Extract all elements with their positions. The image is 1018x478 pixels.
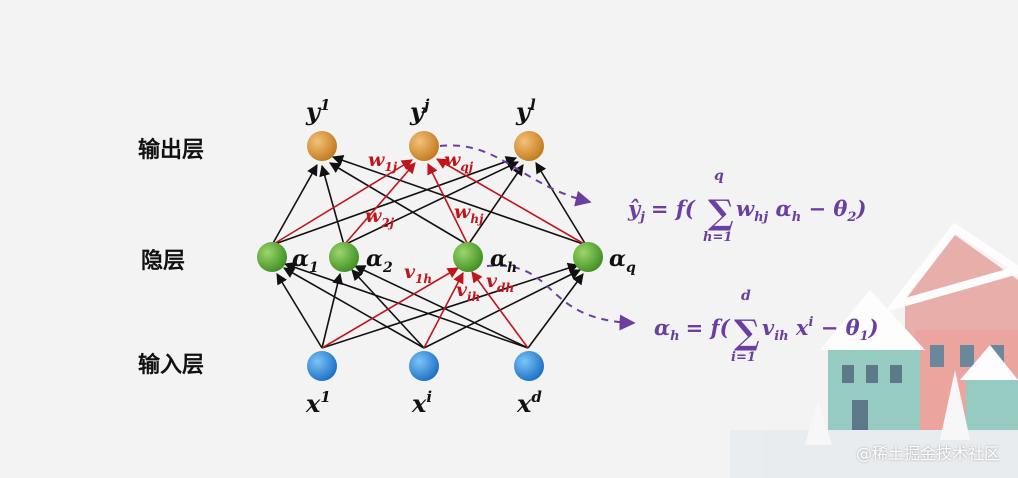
hidden-layer-label: 隐层 <box>141 249 185 274</box>
hidden-nodes <box>257 242 603 272</box>
edge-a2-y1 <box>319 164 345 246</box>
label-xd: xd <box>516 388 542 418</box>
svg-text:∑: ∑ <box>708 193 734 233</box>
weight-w2j: w2j <box>365 205 395 230</box>
edge-xd-ah <box>471 271 529 349</box>
node-ah <box>453 242 483 272</box>
edge-xd-a1 <box>283 262 529 349</box>
weight-wqj: wqj <box>444 149 474 174</box>
edge-a2-yl <box>343 161 520 246</box>
label-y1: y1 <box>305 96 330 126</box>
edge-xi-ah <box>423 272 464 349</box>
edge-aq-y1 <box>331 155 587 246</box>
watermark: @稀土掘金技术社区 <box>855 444 1000 463</box>
edge-a1-y1 <box>271 164 318 246</box>
label-yl: yl <box>515 96 536 126</box>
label-a1: α1 <box>292 246 319 276</box>
node-y1 <box>307 131 337 161</box>
node-x1 <box>307 351 337 381</box>
edge-a1-yj <box>271 159 413 246</box>
edge-xi-a1 <box>283 267 425 349</box>
label-ah: αh <box>490 246 517 276</box>
hidden-output-red-edges <box>271 158 587 246</box>
edge-ah-yj <box>427 162 469 246</box>
node-a2 <box>329 242 359 272</box>
hidden-formula: αh= f( ∑ d i=1 vih xi − θ1) <box>654 288 879 365</box>
label-yj: yj <box>409 96 430 126</box>
edge-a2-yj <box>343 162 416 246</box>
svg-text:whj αh − θ2): whj αh − θ2) <box>736 196 866 225</box>
edge-x1-a1 <box>276 273 323 349</box>
edge-x1-aq <box>321 262 580 349</box>
svg-text:∑: ∑ <box>734 313 760 353</box>
edge-x1-a2 <box>321 272 344 349</box>
node-yj <box>409 131 439 161</box>
svg-text:d: d <box>741 288 751 304</box>
node-aq <box>573 242 603 272</box>
weight-whj: whj <box>454 201 484 226</box>
edge-xd-a2 <box>353 265 529 349</box>
output-formula-pointer <box>439 144 592 207</box>
weight-w1j: w1j <box>368 149 398 174</box>
edge-ah-yl <box>467 164 524 246</box>
output-layer-label: 输出层 <box>138 137 204 163</box>
weight-v1h: v1h <box>404 261 432 286</box>
svg-text:vih xi − θ1): vih xi − θ1) <box>762 315 879 344</box>
output-nodes <box>307 131 544 161</box>
edge-xi-aq <box>423 269 582 349</box>
hidden-formula-pointer <box>486 264 636 331</box>
node-xi <box>409 351 439 381</box>
svg-text:ŷj= f(: ŷj= f( <box>627 196 696 225</box>
svg-text:h=1: h=1 <box>703 230 732 245</box>
node-xd <box>514 351 544 381</box>
edge-ah-y1 <box>329 162 469 246</box>
label-x1: x1 <box>305 388 331 418</box>
weight-vih: vih <box>456 279 480 304</box>
input-layer-label: 输入层 <box>138 352 204 378</box>
svg-text:αh= f(: αh= f( <box>654 315 731 344</box>
edge-aq-yj <box>436 158 587 246</box>
weight-vdh: vdh <box>486 270 514 295</box>
label-aq: αq <box>609 246 636 276</box>
node-a1 <box>257 242 287 272</box>
edge-xd-aq <box>527 273 584 349</box>
input-hidden-red-edges <box>321 267 529 349</box>
input-nodes <box>307 351 544 381</box>
edge-x1-ah <box>321 267 459 349</box>
edge-aq-yl <box>535 162 587 246</box>
output-formula: ŷj= f( ∑ q h=1 whj αh − θ2) <box>627 168 866 245</box>
svg-text:i=1: i=1 <box>731 350 756 365</box>
svg-text:q: q <box>714 168 724 184</box>
label-xi: xi <box>411 388 432 418</box>
input-hidden-edges <box>276 262 584 349</box>
hidden-output-edges <box>271 155 587 246</box>
node-yl <box>514 131 544 161</box>
decorative-houses <box>730 222 1018 478</box>
label-a2: α2 <box>366 246 393 276</box>
